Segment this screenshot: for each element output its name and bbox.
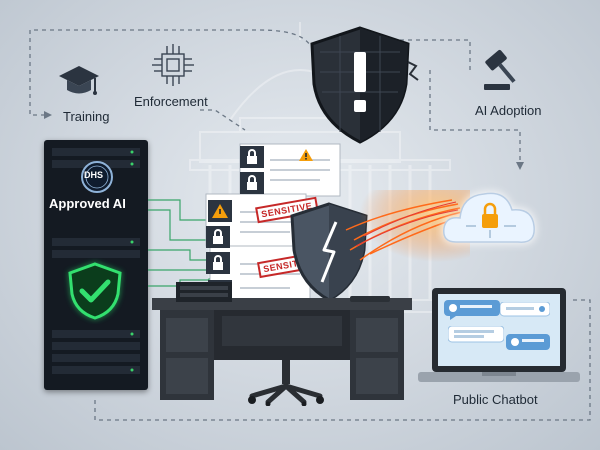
chat-bubble-icon <box>444 300 500 320</box>
shield-warning-icon <box>310 26 419 144</box>
training-label: Training <box>63 109 110 124</box>
keyboard-icon <box>350 296 390 302</box>
shield-check-icon <box>68 262 122 320</box>
graduation-cap-icon <box>59 66 99 95</box>
cloud-lock-icon <box>441 191 537 245</box>
desk-device <box>176 282 232 302</box>
approved-ai-label: Approved AI <box>49 196 126 211</box>
public-chatbot-label: Public Chatbot <box>453 392 538 407</box>
ai-adoption-label: AI Adoption <box>475 103 542 118</box>
office-desk <box>152 298 412 400</box>
enforcement-label: Enforcement <box>134 94 208 109</box>
lock-icon <box>240 172 264 194</box>
dhs-badge-text: DHS <box>84 170 104 180</box>
chat-bubble-icon <box>500 302 550 317</box>
chat-bubble-icon <box>506 334 550 350</box>
office-chair-icon <box>248 360 324 406</box>
lock-icon <box>240 146 264 168</box>
gavel-icon <box>484 49 516 90</box>
lock-icon <box>206 252 230 274</box>
flow-lines <box>29 29 591 421</box>
lock-icon <box>206 226 230 248</box>
chat-bubble-icon <box>448 326 504 343</box>
warning-icon <box>208 200 232 222</box>
circuit-chip-icon <box>152 44 194 86</box>
dhs-seal-icon <box>81 161 113 193</box>
warning-icon <box>299 149 313 161</box>
